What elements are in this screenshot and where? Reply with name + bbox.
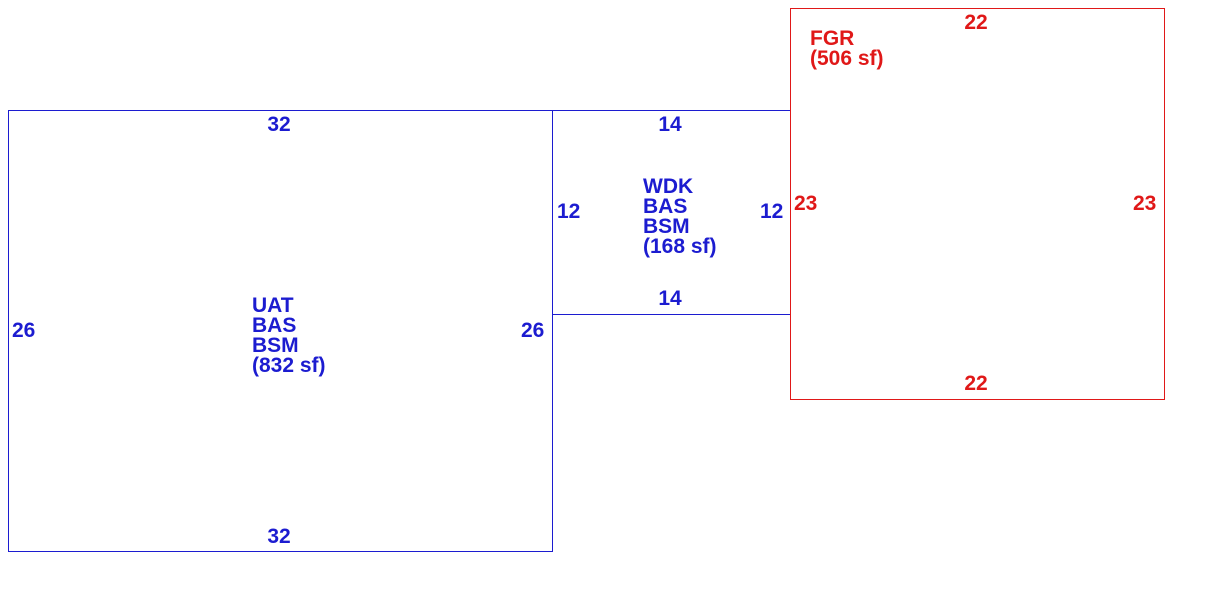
wdk-bottom-dimension: 14 [658, 287, 682, 310]
wdk-code-bsm: BSM [643, 215, 690, 238]
fgr-left-dimension: 23 [794, 192, 818, 215]
uat-area-label: UAT BAS BSM (832 sf) [252, 294, 326, 377]
area-fgr [790, 8, 1165, 400]
uat-bottom-dimension: 32 [267, 525, 291, 548]
uat-square-feet: (832 sf) [252, 354, 326, 377]
wdk-code-bas: BAS [643, 195, 688, 218]
uat-top-dimension: 32 [267, 113, 291, 136]
wdk-area-label: WDK BAS BSM (168 sf) [643, 175, 717, 258]
uat-code-bas: BAS [252, 314, 297, 337]
uat-right-dimension: 26 [521, 319, 545, 342]
wdk-right-dimension: 12 [760, 200, 784, 223]
fgr-right-dimension: 23 [1133, 192, 1157, 215]
fgr-area-label: FGR (506 sf) [810, 27, 884, 70]
wdk-code: WDK [643, 175, 694, 198]
uat-code-bsm: BSM [252, 334, 299, 357]
wdk-left-dimension: 12 [557, 200, 581, 223]
wdk-square-feet: (168 sf) [643, 235, 717, 258]
area-uat [8, 110, 553, 552]
uat-code: UAT [252, 294, 294, 317]
fgr-square-feet: (506 sf) [810, 47, 884, 70]
fgr-bottom-dimension: 22 [964, 372, 988, 395]
uat-left-dimension: 26 [12, 319, 36, 342]
wdk-top-dimension: 14 [658, 113, 682, 136]
fgr-top-dimension: 22 [964, 11, 988, 34]
fgr-code: FGR [810, 27, 855, 50]
